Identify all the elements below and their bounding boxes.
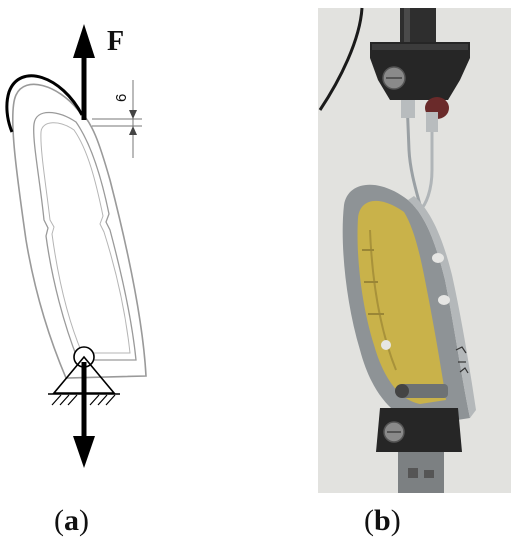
lower-pin: [400, 384, 448, 398]
clamp-band: [5, 74, 84, 133]
specimen-inner-outline-2: [40, 122, 131, 354]
dimension-label: 6: [113, 94, 130, 102]
reaction-arrow-down-icon: [73, 436, 95, 468]
caption-b: (b): [364, 504, 401, 537]
ground-hatch-icon: [51, 394, 116, 406]
handwritten-marks: [455, 346, 469, 374]
caption-a: (a): [54, 504, 89, 537]
force-arrow-up-icon: [73, 24, 95, 58]
steel-notches: [381, 253, 450, 350]
specimen-ribs: [362, 249, 384, 315]
specimen-outer-outline: [11, 83, 147, 379]
panel-b-photo: [318, 7, 511, 493]
specimen-yellow-inner: [357, 200, 446, 404]
hook-wire-left: [405, 99, 422, 206]
force-label: F: [107, 26, 124, 57]
panel-a-schematic: F 6: [5, 24, 147, 468]
dimension-arrow-up-icon: [129, 126, 137, 135]
specimen-inner-outline: [33, 111, 137, 361]
lower-post: [398, 452, 444, 493]
dimension-arrow-down-icon: [129, 110, 137, 119]
cable: [318, 7, 364, 111]
